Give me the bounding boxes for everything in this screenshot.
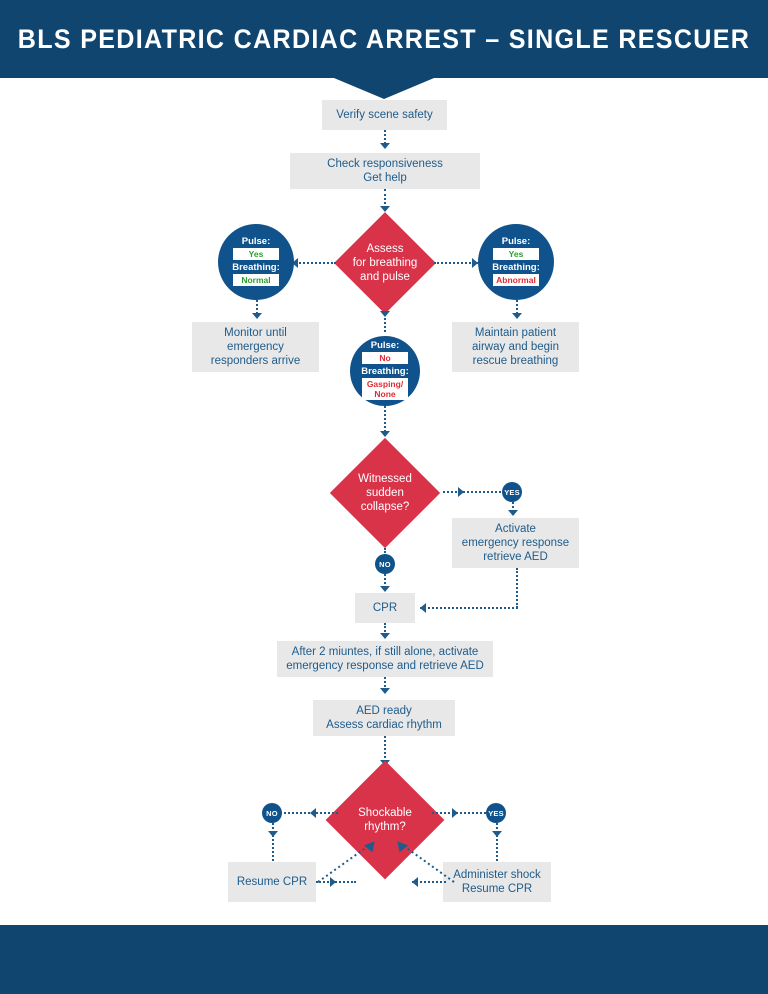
pulse-value: No xyxy=(362,352,408,364)
arrow-down-icon xyxy=(268,831,278,837)
arrow-right-icon xyxy=(458,487,464,497)
arrow-down-icon xyxy=(380,633,390,639)
node-witnessed-sudden-collapse[interactable]: Witnessed sudden collapse? xyxy=(329,437,441,549)
connector-yes-to-activate xyxy=(512,502,514,512)
connector-assess-to-right-circle xyxy=(434,262,478,264)
pulse-label: Pulse: xyxy=(370,340,400,351)
arrow-down-icon xyxy=(380,311,390,317)
connector-assess-to-center-circle xyxy=(384,314,386,332)
connector-no-to-cpr xyxy=(384,574,386,588)
arrow-down-icon xyxy=(380,143,390,149)
arrow-left-icon xyxy=(310,808,316,818)
node-label: Check responsiveness Get help xyxy=(327,158,443,184)
breathing-label: Breathing: xyxy=(232,262,280,273)
arrow-down-icon xyxy=(380,586,390,592)
connector-activate-to-cpr-horizontal xyxy=(420,607,518,609)
node-resume-cpr[interactable]: Resume CPR xyxy=(228,862,316,902)
connector-responsiveness-to-assess xyxy=(384,189,386,208)
connector-left-circle-to-monitor xyxy=(256,300,258,314)
page-footer: ACLS CERTIFICATION INSTITUTE © ACLS Cert… xyxy=(0,925,768,994)
node-right-pulse-circle[interactable]: Pulse: Yes Breathing: Abnormal xyxy=(478,224,554,300)
pulse-label: Pulse: xyxy=(501,236,531,247)
node-administer-shock[interactable]: Administer shock Resume CPR xyxy=(443,862,551,902)
connector-after-two-minutes-to-aed xyxy=(384,677,386,691)
connector-no-to-resume-cpr xyxy=(272,823,274,861)
connector-yes-to-administer-shock xyxy=(496,823,498,861)
node-center-pulse-circle[interactable]: Pulse: No Breathing: Gasping/ None xyxy=(350,336,420,406)
node-label: Activate emergency response retrieve AED xyxy=(461,523,570,563)
diamond-shape xyxy=(329,437,441,549)
connector-administer-shock-to-shockable xyxy=(397,841,455,883)
arrow-down-icon xyxy=(252,313,262,319)
breathing-value: Abnormal xyxy=(493,274,539,286)
node-aed-ready[interactable]: AED ready Assess cardiac rhythm xyxy=(313,700,455,736)
breathing-value: Gasping/ None xyxy=(362,378,408,400)
connector-activate-to-cpr-vertical xyxy=(516,568,518,608)
node-after-two-minutes[interactable]: After 2 miuntes, if still alone, activat… xyxy=(277,641,493,677)
connector-safety-to-responsiveness xyxy=(384,130,386,144)
node-label: Maintain patient airway and begin rescue… xyxy=(472,327,559,367)
node-activate-emergency-response[interactable]: Activate emergency response retrieve AED xyxy=(452,518,579,568)
connector-cpr-to-after-two-minutes xyxy=(384,623,386,635)
node-cpr[interactable]: CPR xyxy=(355,593,415,623)
arrow-left-icon xyxy=(292,258,298,268)
arrow-right-icon xyxy=(330,877,336,887)
connector-witnessed-to-no xyxy=(384,548,386,556)
arrow-down-icon xyxy=(512,313,522,319)
diamond-shape xyxy=(334,212,436,314)
node-label: Resume CPR xyxy=(236,876,308,888)
node-label: Monitor until emergency responders arriv… xyxy=(210,327,301,367)
node-label: Verify scene safety xyxy=(336,109,433,121)
badge-no-shockable: NO xyxy=(262,803,282,823)
connector-resume-cpr-stub xyxy=(316,881,356,883)
connector-center-circle-to-witnessed xyxy=(384,406,386,432)
breathing-label: Breathing: xyxy=(361,366,409,377)
badge-yes-shockable: YES xyxy=(486,803,506,823)
arrow-down-icon xyxy=(380,431,390,437)
connector-witnessed-to-yes xyxy=(443,491,501,493)
node-verify-scene-safety[interactable]: Verify scene safety xyxy=(322,100,447,130)
breathing-label: Breathing: xyxy=(492,262,540,273)
pulse-value: Yes xyxy=(233,248,279,260)
node-maintain-airway[interactable]: Maintain patient airway and begin rescue… xyxy=(452,322,579,372)
connector-shockable-to-yes xyxy=(432,812,486,814)
connector-assess-to-left-circle xyxy=(292,262,336,264)
connector-resume-cpr-to-shockable xyxy=(317,841,375,883)
breathing-value: Normal xyxy=(233,274,279,286)
arrow-right-icon xyxy=(472,258,478,268)
node-label: AED ready Assess cardiac rhythm xyxy=(326,705,442,731)
node-check-responsiveness[interactable]: Check responsiveness Get help xyxy=(290,153,480,189)
badge-yes-witnessed: YES xyxy=(502,482,522,502)
pulse-value: Yes xyxy=(493,248,539,260)
badge-no-witnessed: NO xyxy=(375,554,395,574)
arrow-down-icon xyxy=(492,831,502,837)
arrow-left-icon xyxy=(412,877,418,887)
arrow-left-icon xyxy=(420,603,426,613)
node-assess-breathing-pulse[interactable]: Assess for breathing and pulse xyxy=(334,212,436,314)
page-title: BLS PEDIATRIC CARDIAC ARREST – SINGLE RE… xyxy=(17,23,751,54)
node-label: CPR xyxy=(372,602,398,614)
pulse-label: Pulse: xyxy=(241,236,271,247)
page-header: BLS PEDIATRIC CARDIAC ARREST – SINGLE RE… xyxy=(0,0,768,78)
node-label: Administer shock Resume CPR xyxy=(453,869,541,895)
arrow-down-icon xyxy=(380,688,390,694)
node-monitor-until-responders[interactable]: Monitor until emergency responders arriv… xyxy=(192,322,319,372)
arrow-down-icon xyxy=(380,206,390,212)
header-notch-icon xyxy=(334,78,434,99)
arrow-right-icon xyxy=(452,808,458,818)
connector-aed-to-shockable xyxy=(384,736,386,762)
arrow-down-icon xyxy=(508,510,518,516)
connector-right-circle-to-maintain xyxy=(516,300,518,314)
connector-administer-shock-stub xyxy=(412,881,446,883)
node-left-pulse-circle[interactable]: Pulse: Yes Breathing: Normal xyxy=(218,224,294,300)
node-label: After 2 miuntes, if still alone, activat… xyxy=(286,646,484,672)
